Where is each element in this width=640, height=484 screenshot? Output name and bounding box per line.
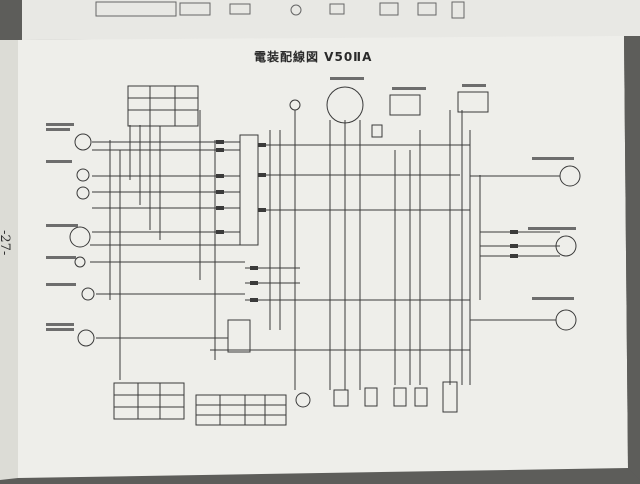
tiny-label-blocks [46, 77, 576, 331]
page-title: 電装配線図 V50ⅡA [254, 50, 373, 64]
horn-icon [295, 392, 311, 408]
connector-marks [216, 140, 518, 302]
wiring-lines [69, 85, 581, 426]
flywheel-magneto-icon [326, 86, 364, 124]
previous-page-sketch [95, 1, 465, 19]
meter-lamp-icon [76, 168, 90, 182]
stop-tail-lamp-icon [555, 235, 577, 257]
front-flasher-left-icon [77, 329, 95, 347]
front-flasher-right-icon [74, 133, 92, 151]
lower-connector [227, 319, 251, 353]
spark-plug-icon [442, 381, 458, 413]
handle-switch-right-box [127, 85, 199, 127]
handle-switch-left-box [113, 382, 185, 420]
main-switch-box [195, 394, 287, 426]
background-right [624, 36, 640, 480]
diagram-page [18, 36, 628, 478]
previous-page-strip [22, 0, 640, 40]
tail-lamp-icon [74, 256, 86, 268]
ignition-coil-icon [389, 94, 421, 116]
page-number: -27- [0, 230, 12, 256]
page-binding-edge [0, 40, 18, 480]
main-connector [239, 134, 259, 246]
rectifier-icon [333, 389, 349, 407]
battery-icon [457, 91, 489, 113]
headlight-icon [69, 226, 91, 248]
